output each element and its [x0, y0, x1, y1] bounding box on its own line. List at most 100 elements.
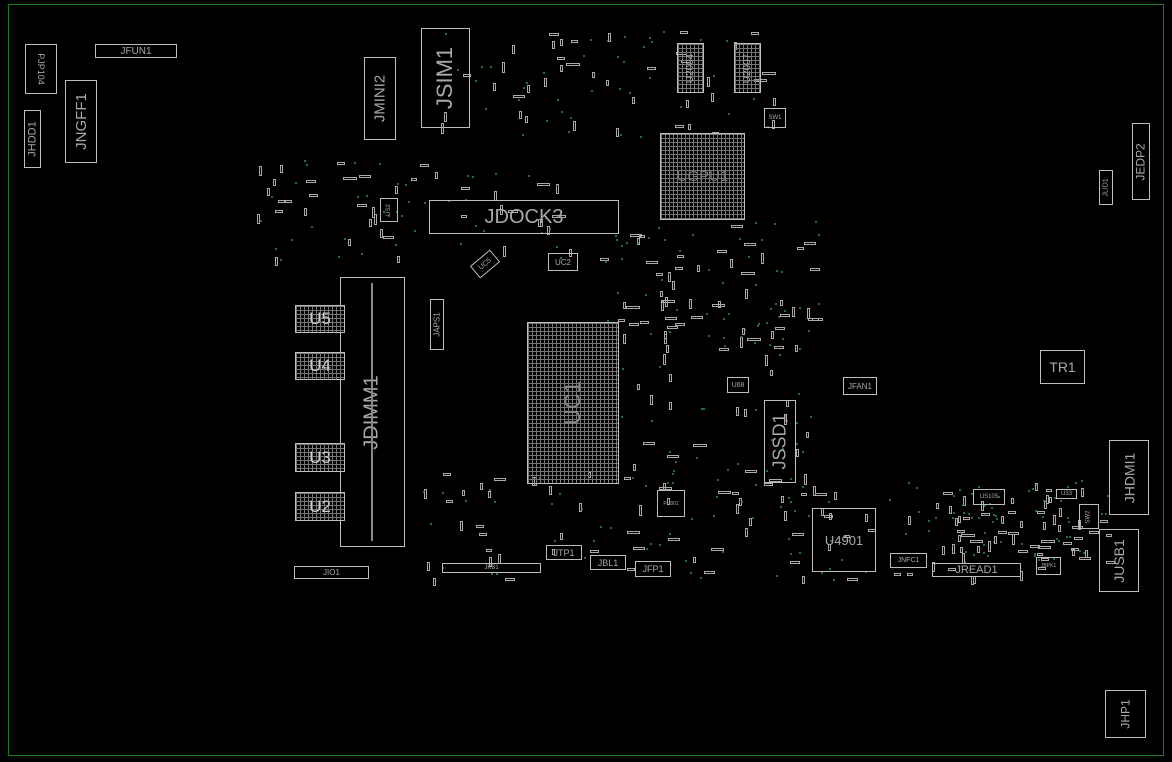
- connector-pjp104[interactable]: PJP104: [25, 44, 57, 94]
- via: [907, 481, 910, 484]
- passive-pad: [1010, 497, 1014, 505]
- via: [725, 40, 728, 43]
- passive-pad: [662, 354, 666, 366]
- passive-pad: [460, 186, 470, 190]
- passive-pad: [502, 62, 506, 74]
- connector-jusb1[interactable]: JUSB1: [1099, 529, 1139, 592]
- via: [755, 408, 758, 411]
- connector-japs1[interactable]: JAPS1: [430, 299, 444, 350]
- passive-pad: [790, 561, 801, 565]
- connector-jtp1[interactable]: JTP1: [546, 545, 582, 560]
- connector-jdimm1[interactable]: JDIMM1: [340, 277, 405, 547]
- via: [554, 540, 557, 543]
- passive-pad: [963, 495, 967, 506]
- switch-sw2[interactable]: SW2: [1079, 504, 1099, 529]
- chip-u2007[interactable]: U2007: [734, 43, 761, 93]
- via: [753, 341, 756, 344]
- passive-pad: [1073, 537, 1084, 541]
- chip-us2[interactable]: US2: [380, 198, 398, 222]
- chip-u4901[interactable]: U4901: [812, 508, 876, 572]
- label: U2004: [685, 53, 696, 83]
- chip-u2[interactable]: U2: [295, 492, 345, 521]
- passive-pad: [275, 209, 284, 213]
- passive-pad: [675, 266, 684, 270]
- chip-u33[interactable]: U33: [1056, 489, 1077, 499]
- passive-pad: [499, 205, 503, 215]
- connector-jkb1[interactable]: JKB1: [442, 563, 541, 573]
- passive-pad: [680, 31, 689, 35]
- connector-jedp2[interactable]: JEDP2: [1132, 123, 1150, 200]
- connector-jio1[interactable]: JIO1: [294, 566, 369, 579]
- via: [935, 516, 938, 519]
- passive-pad: [687, 123, 691, 130]
- via: [700, 407, 703, 410]
- connector-jhp1[interactable]: JHP1: [1105, 690, 1146, 738]
- connector-jsim1[interactable]: JSIM1: [421, 28, 470, 128]
- chip-u5[interactable]: U5: [295, 305, 345, 333]
- via: [559, 256, 562, 259]
- connector-jmini2[interactable]: JMINI2: [364, 57, 396, 140]
- connector-jhdmi1[interactable]: JHDMI1: [1109, 440, 1149, 515]
- via: [651, 419, 654, 422]
- connector-jfp1[interactable]: JFP1: [635, 561, 671, 577]
- connector-jbpk1[interactable]: JBPK1: [1036, 557, 1061, 575]
- connector-jbl1[interactable]: JBL1: [590, 555, 626, 570]
- passive-pad: [664, 317, 677, 321]
- via: [982, 551, 985, 554]
- connector-jfun1[interactable]: JFUN1: [95, 44, 177, 58]
- chip-u68[interactable]: U68: [727, 377, 749, 393]
- passive-pad: [578, 502, 582, 512]
- via: [397, 183, 400, 186]
- passive-pad: [780, 496, 784, 504]
- connector-jlid1[interactable]: JLID1: [1099, 170, 1113, 205]
- connector-jhdd1[interactable]: JHDD1: [24, 110, 41, 168]
- board-outline: [8, 4, 1164, 756]
- via: [636, 242, 639, 245]
- chip-u4[interactable]: U4: [295, 352, 345, 380]
- passive-pad: [745, 528, 749, 537]
- passive-pad: [548, 33, 559, 37]
- passive-pad: [518, 110, 522, 120]
- via: [810, 416, 813, 419]
- chip-us105[interactable]: US105: [973, 489, 1005, 505]
- passive-pad: [623, 302, 627, 310]
- passive-pad: [546, 226, 550, 235]
- connector-jnfc1[interactable]: JNFC1: [890, 553, 927, 568]
- switch-sw1[interactable]: SW1: [764, 108, 786, 128]
- chip-u2004[interactable]: U2004: [677, 43, 704, 93]
- passive-pad: [1052, 514, 1056, 525]
- connector-jssd1[interactable]: JSSD1: [764, 400, 796, 483]
- via: [622, 368, 625, 371]
- passive-pad: [1036, 553, 1044, 557]
- passive-pad: [960, 547, 964, 554]
- passive-pad: [811, 318, 824, 322]
- connector-jdock3[interactable]: JDOCK3: [429, 200, 619, 234]
- via: [918, 511, 921, 514]
- via: [716, 479, 719, 481]
- chip-uc1[interactable]: UC1: [527, 322, 619, 484]
- chip-pu801[interactable]: PU801: [657, 490, 685, 517]
- chip-ugpu1[interactable]: UGPU1: [660, 133, 745, 220]
- passive-pad: [487, 491, 491, 499]
- via: [481, 65, 484, 68]
- via: [951, 517, 954, 520]
- passive-pad: [994, 536, 998, 545]
- via: [305, 163, 308, 166]
- via: [441, 492, 444, 495]
- chip-u3[interactable]: U3: [295, 443, 345, 472]
- dimm-slot-rail: [371, 283, 373, 541]
- connector-jread1[interactable]: JREAD1: [932, 563, 1021, 577]
- chip-uc2[interactable]: UC2: [548, 253, 578, 271]
- via: [1055, 537, 1058, 540]
- label: U5: [309, 309, 331, 328]
- via: [593, 540, 596, 543]
- label: PJP104: [36, 53, 46, 85]
- label: JFAN1: [847, 381, 872, 391]
- passive-pad: [771, 330, 775, 339]
- label: U2007: [742, 53, 753, 83]
- connector-jfan1[interactable]: JFAN1: [843, 377, 877, 395]
- connector-jngff1[interactable]: JNGFF1: [65, 80, 97, 163]
- transformer-tr1[interactable]: TR1: [1040, 350, 1085, 384]
- via: [475, 79, 478, 82]
